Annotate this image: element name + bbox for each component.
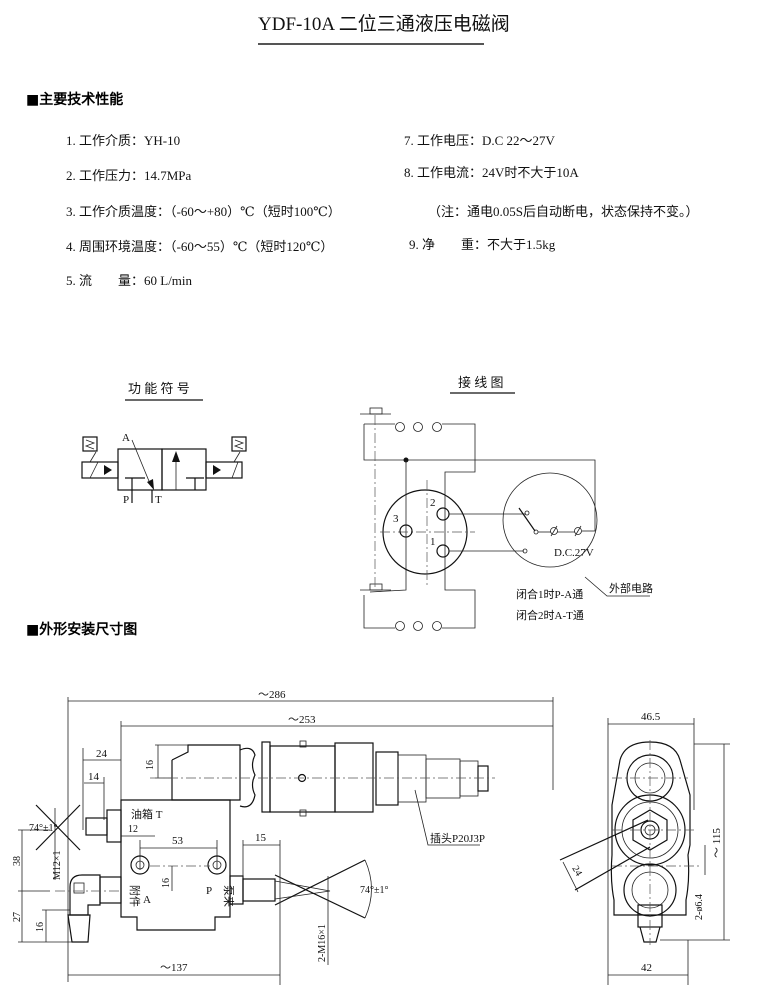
angle-left: 74°±1° (29, 823, 58, 834)
specs-left: 1. 工作介质：YH-10 2. 工作压力：14.7MPa 3. 工作介质温度：… (66, 133, 341, 288)
valve-block (120, 799, 231, 931)
wiring-note-1: 闭合1时P-A通 (516, 587, 583, 601)
spring-icon (231, 436, 247, 452)
dim-27: 27 (12, 912, 23, 922)
page-title: YDF-10A 二位三通液压电磁阀 (258, 13, 510, 35)
spec-item: 1. 工作介质：YH-10 (66, 133, 180, 148)
thread-m12: M12×1 (52, 850, 63, 880)
side-view-drawing: ～286 ～253 24 14 16 插头P20J3P 74°±1° (12, 689, 554, 985)
spec-item: 4. 周围环境温度：（-60～55）℃（短时120℃） (66, 239, 333, 254)
symbol-title: 功 能 符 号 (128, 381, 190, 396)
dim-24: 24 (96, 748, 108, 760)
solenoid-right (205, 461, 243, 479)
dim-115: ～ 115 (711, 828, 723, 858)
port-p-label: P (123, 494, 129, 506)
specs-heading: ■主要技术性能 (26, 91, 123, 108)
spring-icon (82, 436, 98, 452)
specs-right: 7. 工作电压：D.C 22～27V 8. 工作电流：24V时不大于10A （注… (404, 133, 698, 252)
spec-item: 8. 工作电流：24V时不大于10A (404, 165, 579, 180)
tank-label: 油箱 T (131, 807, 163, 821)
switch-lever (518, 507, 536, 532)
pin-2 (436, 507, 450, 521)
dimensions-heading: ■外形安装尺寸图 (26, 621, 137, 638)
pin-1-label: 1 (430, 536, 436, 548)
dim-286: ～286 (258, 689, 286, 701)
spec-item: 2. 工作压力：14.7MPa (66, 168, 192, 183)
port-t-label: T (155, 494, 162, 506)
wiring-diagram: 接 线 图 3 2 1 D.C.27V 闭合1时P-A通 闭合2时A-T通 (360, 375, 653, 631)
dim-16-mid: 16 (161, 878, 172, 888)
spec-item: 5. 流 量：60 L/min (66, 273, 193, 288)
port-a-label: A (143, 894, 151, 906)
end-view-body (610, 741, 691, 916)
external-circuit (502, 472, 598, 568)
dim-16-bottom: 16 (35, 922, 46, 932)
spec-item: 7. 工作电压：D.C 22～27V (404, 133, 556, 148)
dim-253: ～253 (288, 714, 316, 726)
dim-137: ～137 (160, 962, 188, 974)
external-circuit-label: 外部电路 (609, 581, 653, 595)
spec-note: （注：通电0.05S后自动断电，状态保持不变。） (428, 204, 698, 219)
voltage-label: D.C.27V (554, 547, 594, 559)
wiring-note-2: 闭合2时A-T通 (516, 608, 584, 622)
spec-item: 9. 净 重：不大于1.5kg (409, 237, 556, 252)
dim-14: 14 (88, 771, 100, 783)
pin-3-label: 3 (393, 513, 399, 525)
dim-42: 42 (641, 962, 652, 974)
angle-right: 74°±1° (360, 885, 389, 896)
dim-15: 15 (255, 832, 267, 844)
wiring-title: 接 线 图 (458, 375, 504, 390)
pin-1 (436, 544, 450, 558)
function-symbol: 功 能 符 号 A P T (81, 381, 247, 506)
dim-46-5: 46.5 (641, 711, 661, 723)
dim-16-top: 16 (145, 760, 156, 770)
pin-3 (399, 524, 413, 538)
plug-label: 插头P20J3P (430, 831, 485, 845)
solenoid-left (81, 461, 119, 479)
port-a-label: A (122, 432, 130, 444)
dim-38: 38 (12, 856, 23, 866)
pin-2-label: 2 (430, 497, 436, 509)
holes-label: 2-ø6.4 (694, 894, 705, 920)
end-view-drawing: 46.5 24 ～ 115 2-ø6.4 42 (559, 711, 730, 985)
thread-m16: 2-M16×1 (317, 924, 328, 962)
spec-item: 3. 工作介质温度：（-60～+80）℃（短时100℃） (66, 204, 341, 219)
port-p-label: P (206, 885, 212, 897)
dim-53: 53 (172, 835, 184, 847)
accessory-label: 附件 (128, 885, 142, 907)
dim-hex-24: 24 (569, 864, 584, 878)
pump-label: 泵来 (222, 885, 235, 907)
dim-12: 12 (128, 824, 138, 835)
